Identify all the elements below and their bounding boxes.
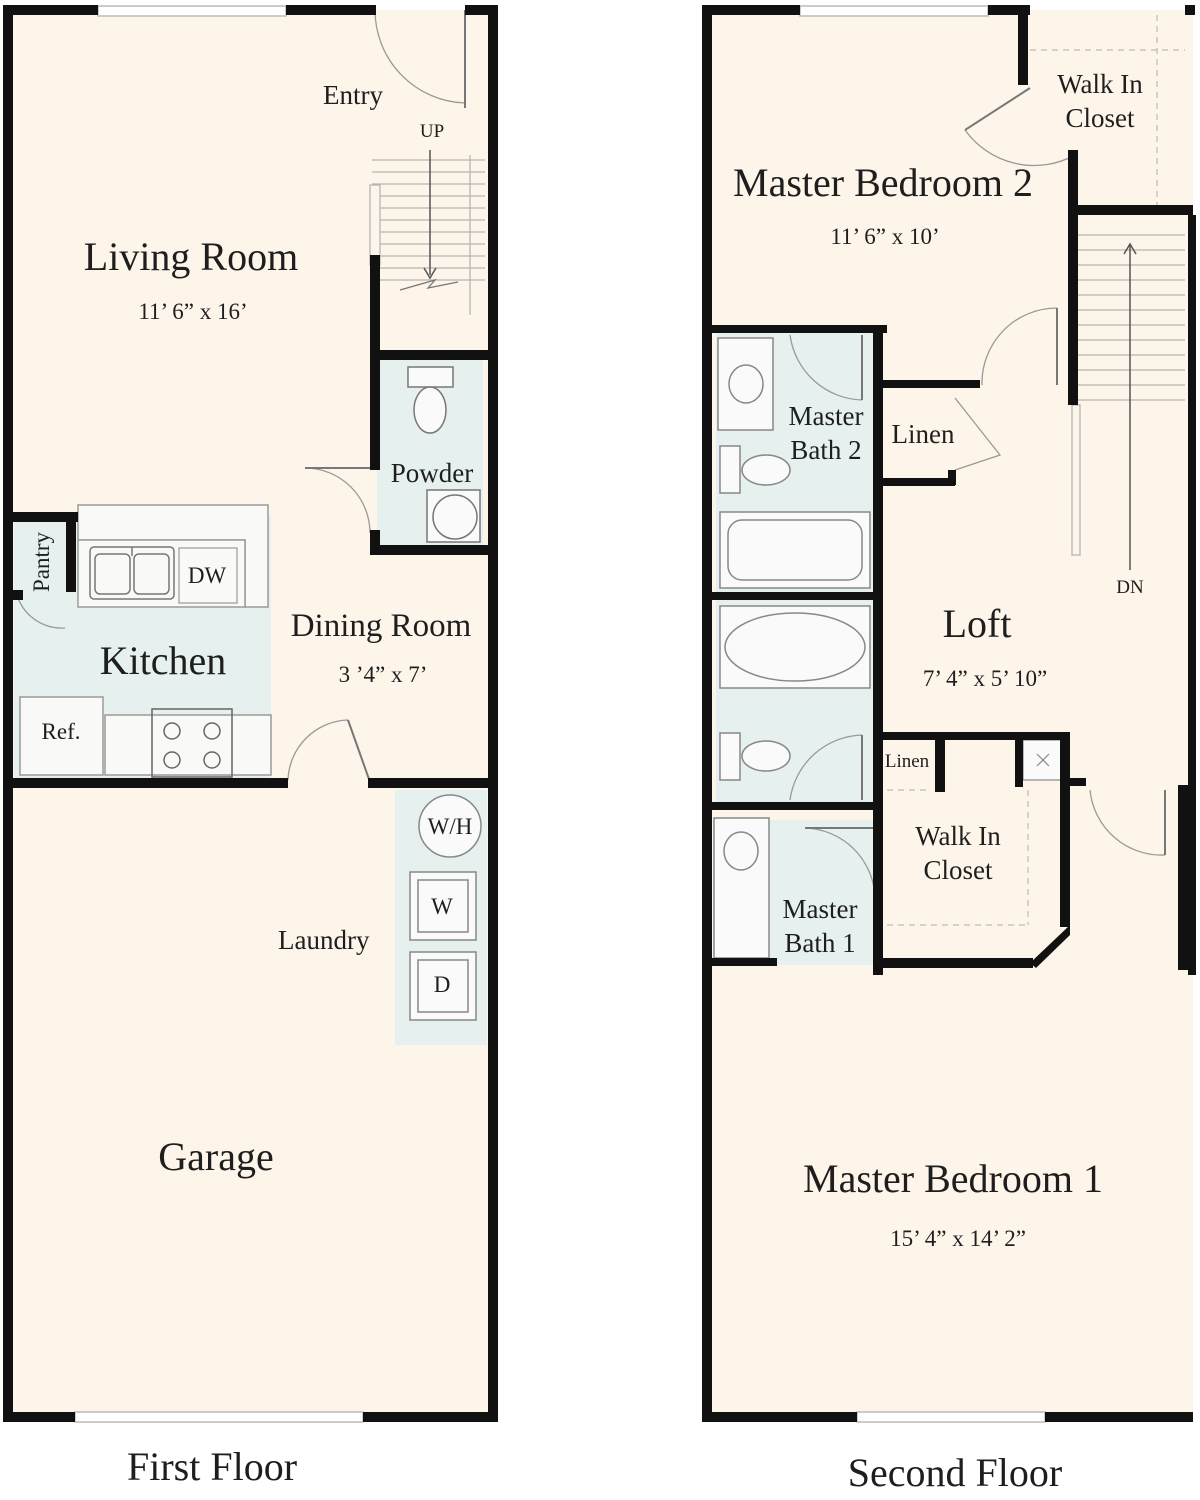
dryer-label: D [433, 972, 451, 997]
bath1-sink-icon [713, 817, 770, 959]
master-bedroom-1-label: Master Bedroom 1 [803, 1156, 1103, 1201]
bath1-tub-icon [719, 605, 871, 689]
loft-label: Loft [942, 601, 1012, 646]
walk-in-closet-2-line1: Walk In [1057, 69, 1143, 99]
walk-in-closet-1-line1: Walk In [915, 821, 1001, 851]
kitchen-label: Kitchen [99, 638, 227, 683]
stairs-down-label: DN [1116, 577, 1144, 598]
refrigerator-label: Ref. [41, 719, 81, 744]
first-floor-plan [3, 5, 498, 1423]
sink-icon [89, 546, 175, 600]
first-floor-doors [17, 9, 466, 783]
second-floor-walls [702, 5, 1196, 1422]
dryer-icon [409, 951, 477, 1021]
walk-in-closet-1-line2: Closet [923, 854, 993, 885]
second-floor-caption: Second Floor [847, 1450, 1063, 1495]
water-heater-icon [418, 794, 482, 858]
loft-dims: 7’ 4” x 5’ 10” [922, 666, 1048, 691]
master-bath-2-label: Master Bath 2 [789, 400, 864, 468]
washer-icon [409, 871, 477, 941]
laundry-label: Laundry [278, 925, 370, 955]
linen-closet-top-label: Linen [891, 419, 955, 449]
living-room-dims: 11’ 6” x 16’ [138, 299, 248, 324]
master-bedroom-2-label: Master Bedroom 2 [733, 160, 1033, 205]
master-bath-1-line2: Bath 1 [784, 927, 856, 958]
powder-room-label: Powder [390, 458, 474, 488]
bath1-toilet-icon [719, 732, 791, 781]
stairs-up-label: UP [419, 121, 445, 142]
dishwasher-icon [178, 547, 238, 604]
dishwasher-label: DW [187, 563, 227, 588]
stairs-up [369, 150, 485, 315]
kitchen-counters [19, 504, 272, 776]
garage-label: Garage [158, 1134, 274, 1179]
master-bedroom-1-dims: 15’ 4” x 14’ 2” [890, 1226, 1026, 1251]
washer-label: W [431, 894, 453, 919]
stairs-down [1071, 234, 1185, 570]
stove-icon [151, 708, 233, 778]
first-floor-caption: First Floor [126, 1444, 298, 1489]
walk-in-closet-1-label: Walk In Closet [915, 820, 1001, 888]
closet-shelves [887, 15, 1185, 926]
dining-room-label: Dining Room [290, 608, 472, 644]
living-room-label: Living Room [83, 234, 299, 279]
chase-icon [1022, 739, 1064, 781]
lavatory-sink-icon [426, 489, 481, 543]
first-floor-walls [3, 5, 498, 1422]
master-bath-2-line2: Bath 2 [790, 434, 862, 465]
master-bath-2-line1: Master [788, 401, 864, 431]
dining-room-dims: 3 ’4” x 7’ [338, 662, 428, 687]
walk-in-closet-2-line2: Closet [1065, 102, 1135, 133]
second-floor-plan [702, 5, 1196, 1423]
walk-in-closet-2-label: Walk In Closet [1057, 68, 1143, 136]
master-bedroom-2-dims: 11’ 6” x 10’ [830, 224, 940, 249]
linen-closet-small-label: Linen [884, 751, 930, 772]
water-heater-label: W/H [427, 814, 473, 839]
toilet-icon [407, 366, 454, 434]
master-bath-1-label: Master Bath 1 [783, 893, 858, 961]
bath2-sink-icon [717, 337, 774, 431]
second-floor-doors [789, 87, 1166, 899]
master-bath-1-vanity-floor [770, 820, 875, 965]
pantry-label: Pantry [29, 531, 54, 592]
bath2-toilet-icon [719, 445, 791, 494]
bath2-tub-icon [719, 511, 871, 589]
entry-label: Entry [323, 80, 383, 110]
master-bath-1-line1: Master [782, 894, 858, 924]
